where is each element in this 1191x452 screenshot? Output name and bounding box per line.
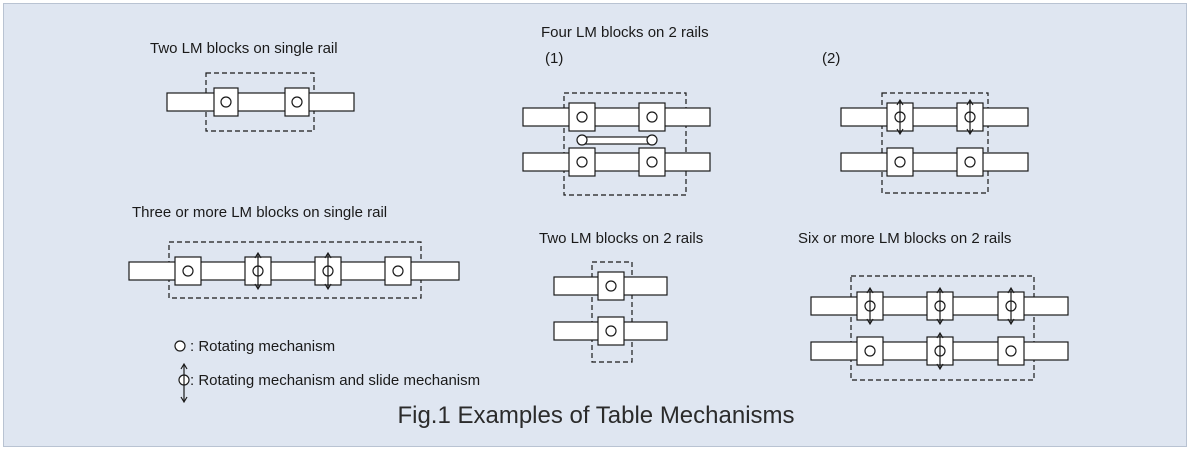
legend-symbols: [174, 340, 190, 404]
diagram-four-blocks-variant-2: [840, 92, 1029, 194]
diagram-four-blocks-variant-1: [522, 92, 711, 196]
rotating-slide-mechanism-icon: [894, 98, 906, 136]
rail: [166, 92, 355, 112]
rotating-mechanism-icon: [864, 345, 876, 357]
lm-block: [856, 336, 884, 366]
rotating-slide-mechanism-icon: [934, 331, 946, 371]
figure-caption: Fig.1 Examples of Table Mechanisms: [397, 402, 795, 429]
lm-block: [997, 286, 1025, 326]
diagram-two-blocks-single-rail: [166, 72, 355, 132]
lm-block: [886, 147, 914, 177]
table-outline: [881, 92, 989, 194]
rotating-mechanism-icon: [646, 134, 658, 146]
rotating-mechanism-icon: [605, 325, 617, 337]
diagram-two-blocks-two-rails: [553, 261, 668, 363]
rotating-slide-mechanism-icon: [934, 286, 946, 326]
lm-block: [597, 316, 625, 346]
label-two-blocks-two-rails: Two LM blocks on 2 rails: [539, 230, 704, 247]
rail: [522, 152, 711, 172]
lm-block: [314, 251, 342, 291]
rail: [128, 261, 460, 281]
lm-block: [638, 102, 666, 132]
link-bar: [578, 136, 653, 145]
rotating-mechanism-icon: [646, 156, 658, 168]
rotating-mechanism-icon: [964, 156, 976, 168]
rail: [840, 107, 1029, 127]
rotating-mechanism-icon: [220, 96, 232, 108]
lm-block: [213, 87, 239, 117]
diagram-three-blocks-single-rail: [128, 241, 460, 299]
rotating-slide-mechanism-icon: [864, 286, 876, 326]
lm-block: [174, 256, 202, 286]
lm-block: [384, 256, 412, 286]
rotating-mechanism-icon: [1005, 345, 1017, 357]
lm-block: [284, 87, 310, 117]
rail: [522, 107, 711, 127]
rotating-mechanism-icon: [894, 156, 906, 168]
rotating-slide-mechanism-icon: [1005, 286, 1017, 326]
lm-block: [926, 286, 954, 326]
lm-block: [638, 147, 666, 177]
rotating-slide-mechanism-icon: [964, 98, 976, 136]
lm-block: [956, 98, 984, 136]
rotating-mechanism-icon: [605, 280, 617, 292]
rotating-mechanism-icon: [576, 111, 588, 123]
table-mechanisms-diagram: [128, 72, 1069, 404]
lm-block: [997, 336, 1025, 366]
lm-block: [856, 286, 884, 326]
table-outline: [850, 275, 1035, 381]
figure-panel: Two LM blocks on single rail Four LM blo…: [3, 3, 1187, 447]
label-variant-2: (2): [822, 50, 841, 67]
legend-rotating-text: : Rotating mechanism: [190, 338, 336, 355]
rotating-slide-mechanism-icon: [322, 251, 334, 291]
rotating-mechanism-icon: [182, 265, 194, 277]
label-two-blocks-single-rail: Two LM blocks on single rail: [150, 40, 338, 57]
legend-rotating-slide-text: : Rotating mechanism and slide mechanism: [190, 372, 481, 389]
lm-block: [956, 147, 984, 177]
table-outline: [563, 92, 687, 196]
label-four-blocks-two-rails: Four LM blocks on 2 rails: [541, 24, 709, 41]
table-outline: [591, 261, 633, 363]
label-six-blocks-two-rails: Six or more LM blocks on 2 rails: [798, 230, 1012, 247]
diagram-six-blocks-two-rails: [810, 275, 1069, 381]
lm-block: [568, 147, 596, 177]
rotating-mechanism-icon: [576, 134, 588, 146]
label-variant-1: (1): [545, 50, 564, 67]
legend-rotating-slide-icon: [178, 362, 190, 404]
rotating-mechanism-icon: [392, 265, 404, 277]
legend-rotating-icon: [174, 340, 186, 352]
label-three-blocks-single-rail: Three or more LM blocks on single rail: [132, 204, 388, 221]
lm-block: [886, 98, 914, 136]
rotating-mechanism-icon: [646, 111, 658, 123]
lm-block: [568, 102, 596, 132]
rail: [840, 152, 1029, 172]
lm-block: [926, 331, 954, 371]
rotating-mechanism-icon: [576, 156, 588, 168]
rotating-slide-mechanism-icon: [252, 251, 264, 291]
rotating-mechanism-icon: [291, 96, 303, 108]
lm-block: [597, 271, 625, 301]
lm-block: [244, 251, 272, 291]
